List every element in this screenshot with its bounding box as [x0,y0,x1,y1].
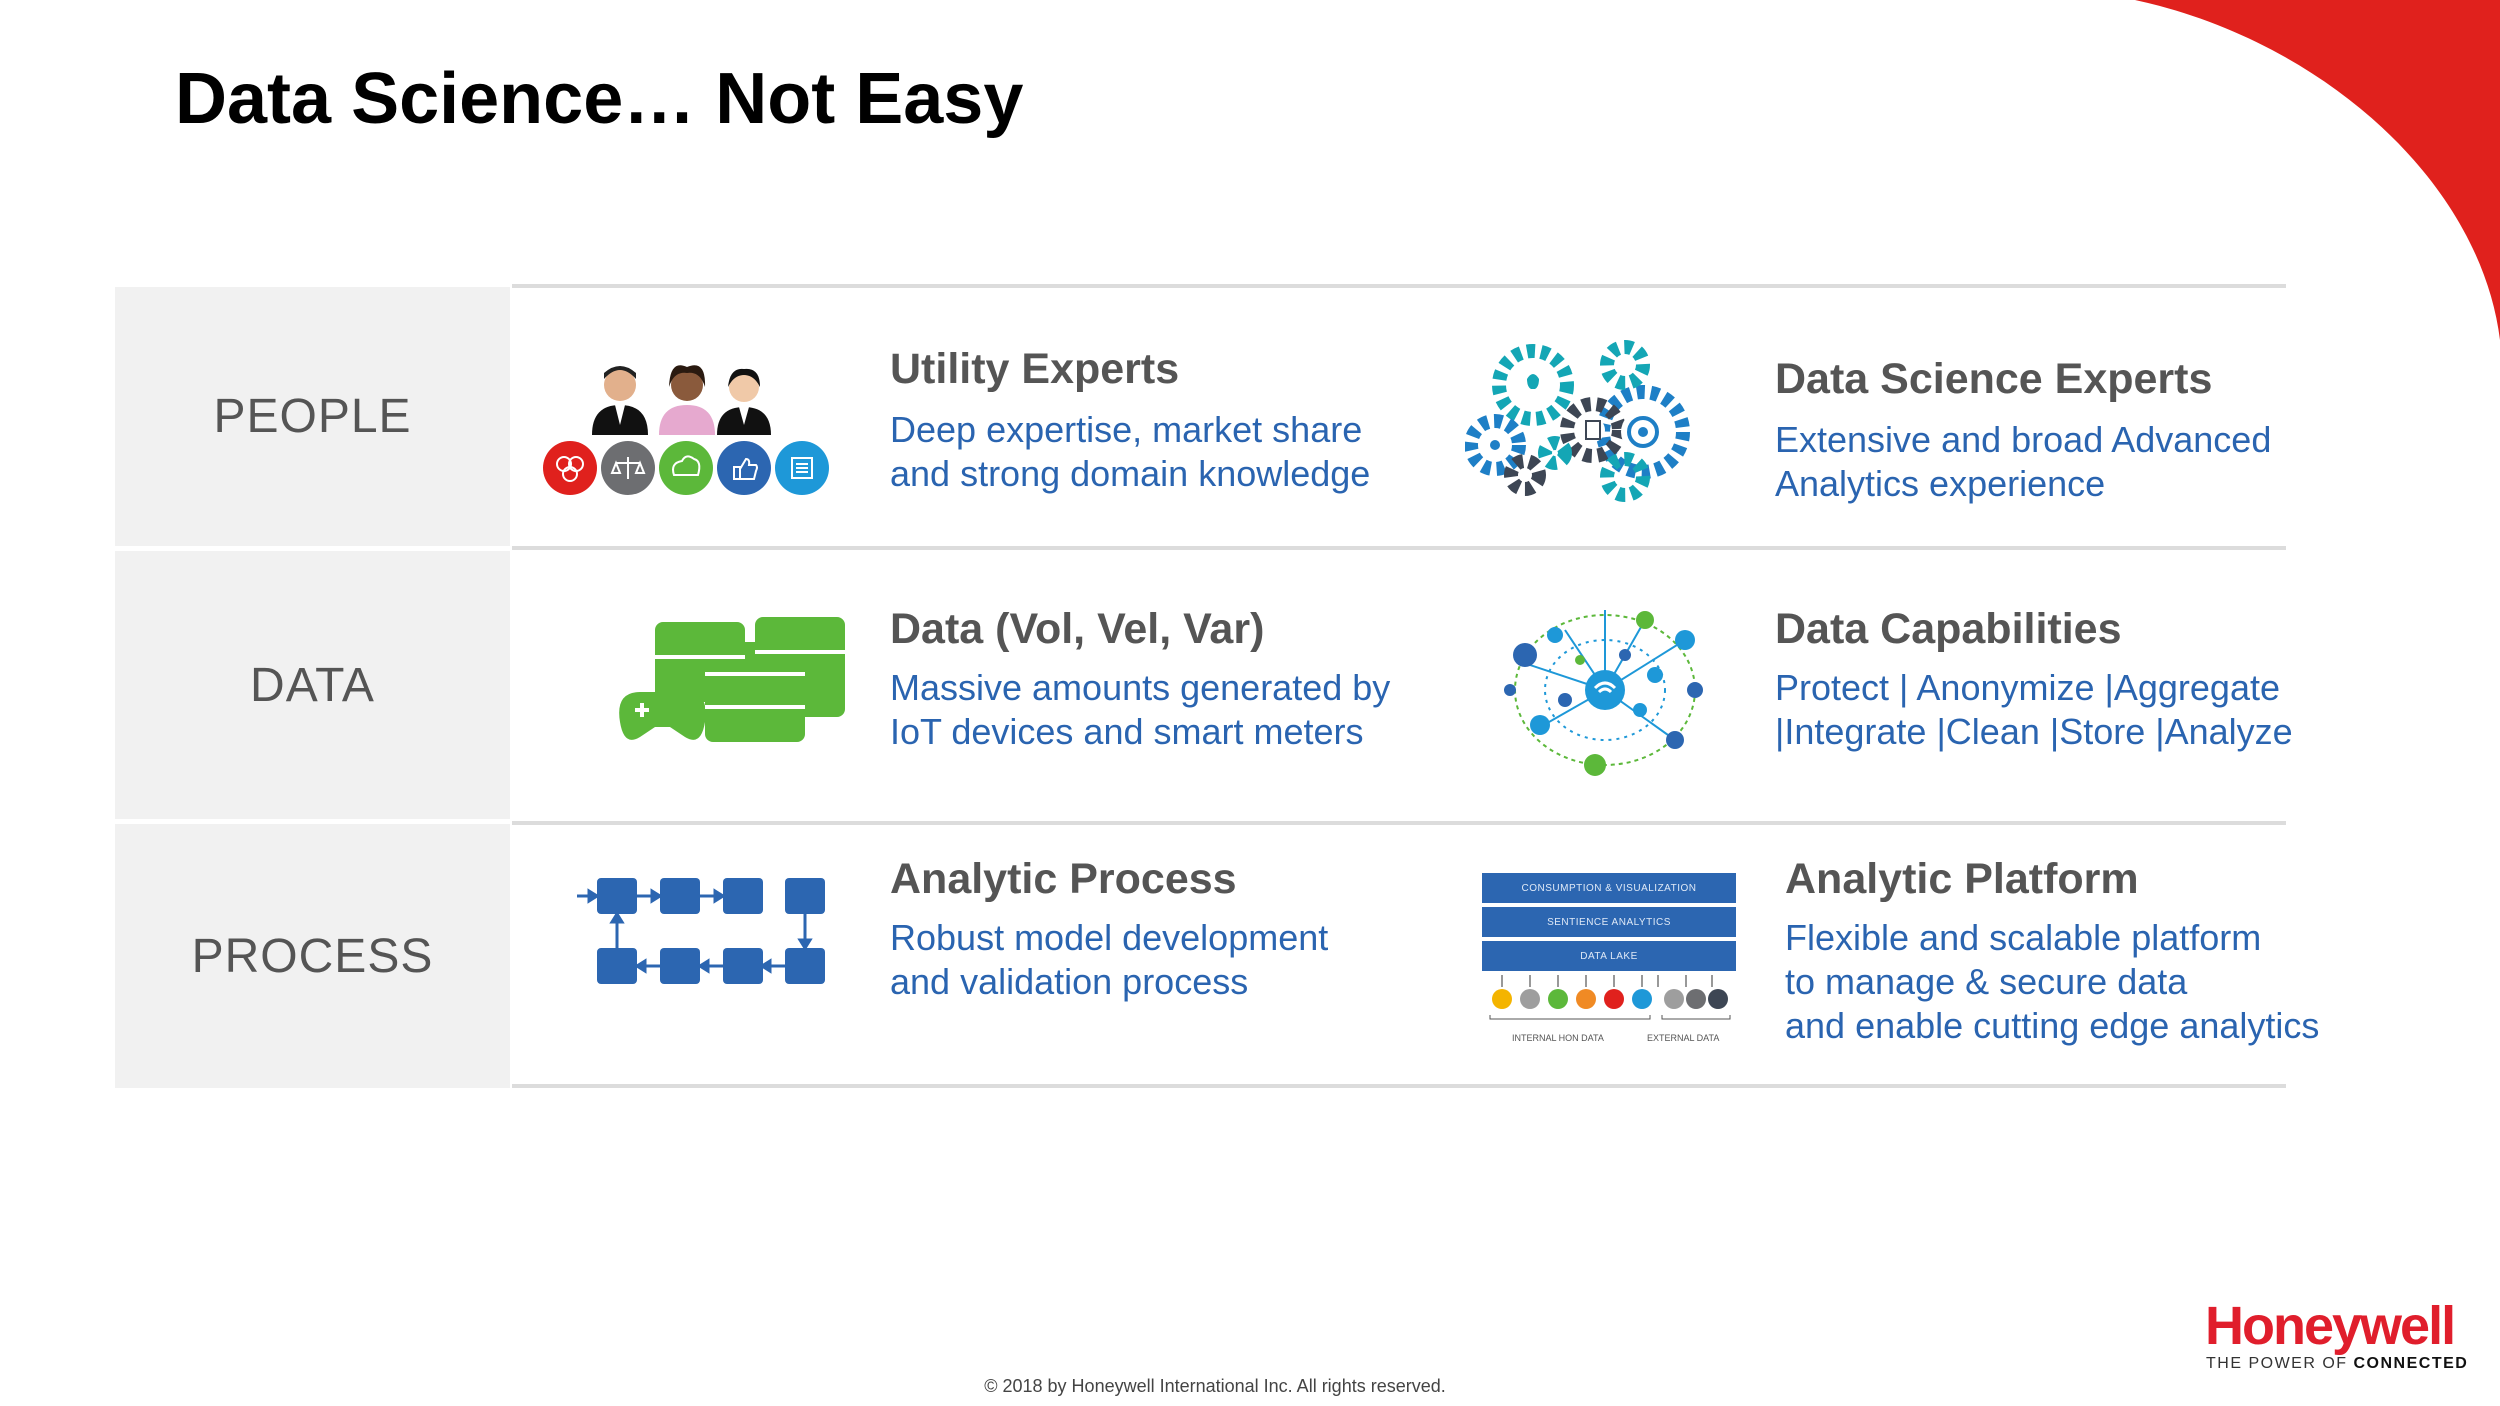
row-label-people: PEOPLE [115,287,510,546]
divider-line [512,284,2286,288]
platform-stack-icon: CONSUMPTION & VISUALIZATION SENTIENCE AN… [1482,873,1738,1045]
item-desc-utility-experts: Deep expertise, market share and strong … [890,408,1370,496]
item-title-data-capabilities: Data Capabilities [1775,605,2122,653]
brand-tagline: THE POWER OF CONNECTED [2206,1355,2468,1373]
item-desc-data-science-experts: Extensive and broad Advanced Analytics e… [1775,418,2271,506]
tagline-bold: CONNECTED [2353,1355,2469,1372]
desc-line: and enable cutting edge analytics [1785,1005,2320,1046]
row-label-process: PROCESS [115,824,510,1088]
divider-line [512,821,2286,825]
database-stack-icon [619,617,845,742]
people-icon [543,365,829,495]
process-flow-icon [577,878,825,984]
desc-line: Massive amounts generated by [890,667,1391,708]
desc-line: Protect | Anonymize |Aggregate [1775,667,2280,708]
desc-line: and validation process [890,961,1249,1002]
desc-line: |Integrate |Clean |Store |Analyze [1775,711,2293,752]
desc-line: Deep expertise, market share [890,409,1363,450]
desc-line: Robust model development [890,917,1329,958]
desc-line: Extensive and broad Advanced [1775,419,2272,460]
external-data-label: EXTERNAL DATA [1647,1033,1720,1043]
divider-line [512,546,2286,550]
desc-line: Analytics experience [1775,463,2106,504]
item-title-utility-experts: Utility Experts [890,345,1180,393]
item-desc-data-capabilities: Protect | Anonymize |Aggregate |Integrat… [1775,666,2293,754]
tagline-prefix: THE POWER OF [2206,1355,2354,1372]
slide-title: Data Science… Not Easy [175,59,1024,139]
desc-line: Flexible and scalable platform [1785,917,2262,958]
item-title-analytic-platform: Analytic Platform [1785,855,2139,903]
copyright-footer: © 2018 by Honeywell International Inc. A… [984,1376,1446,1396]
data-source-icons [1489,975,1731,1020]
desc-line: IoT devices and smart meters [890,711,1364,752]
desc-line: and strong domain knowledge [890,453,1371,494]
platform-layer: CONSUMPTION & VISUALIZATION [1482,873,1736,903]
item-title-data-vol-vel-var: Data (Vol, Vel, Var) [890,605,1265,653]
honeywell-logo: Honeywell [2205,1296,2456,1356]
internal-data-label: INTERNAL HON DATA [1512,1033,1604,1043]
desc-line: to manage & secure data [1785,961,2188,1002]
platform-layer: SENTIENCE ANALYTICS [1482,907,1736,937]
row-label-data: DATA [115,551,510,819]
platform-layer: DATA LAKE [1482,941,1736,971]
item-desc-analytic-process: Robust model development and validation … [890,916,1328,1004]
item-title-analytic-process: Analytic Process [890,855,1237,903]
divider-line [512,1084,2286,1088]
item-title-data-science-experts: Data Science Experts [1775,355,2213,403]
gears-icon [1465,340,1690,502]
item-desc-analytic-platform: Flexible and scalable platform to manage… [1785,916,2319,1048]
item-desc-data-vol-vel-var: Massive amounts generated by IoT devices… [890,666,1390,754]
network-icon [1504,610,1703,776]
